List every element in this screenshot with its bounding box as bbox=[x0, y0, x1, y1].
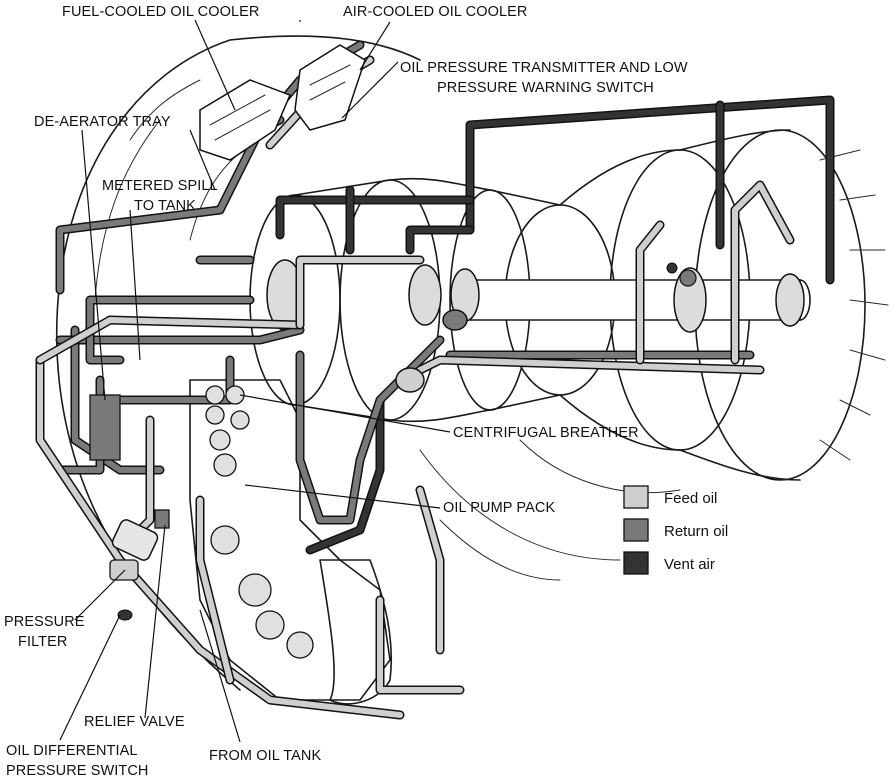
legend-item-vent-air: Vent air bbox=[623, 551, 715, 575]
legend-swatch-feed-oil bbox=[623, 485, 649, 509]
label-fuel-cooled-oil-cooler: FUEL-COOLED OIL COOLER bbox=[62, 4, 259, 20]
legend-label-return-oil: Return oil bbox=[664, 523, 728, 540]
oil-pump-pack bbox=[205, 385, 314, 659]
pressure-filter bbox=[109, 519, 159, 581]
legend-swatch-return-oil bbox=[623, 518, 649, 542]
label-pressure-filter-line1: PRESSURE bbox=[4, 614, 85, 630]
label-oil-differential-line1: OIL DIFFERENTIAL bbox=[6, 743, 138, 759]
label-air-cooled-oil-cooler: AIR-COOLED OIL COOLER bbox=[343, 4, 527, 20]
label-pressure-filter-line2: FILTER bbox=[18, 634, 67, 650]
label-from-oil-tank: FROM OIL TANK bbox=[209, 748, 321, 764]
legend-label-vent-air: Vent air bbox=[664, 556, 715, 573]
fuel-cooled-oil-cooler bbox=[199, 79, 291, 161]
label-oil-pressure-transmitter-line2: PRESSURE WARNING SWITCH bbox=[437, 80, 654, 96]
oil-differential-pressure-switch bbox=[117, 609, 133, 621]
legend-item-return-oil: Return oil bbox=[623, 518, 728, 542]
label-oil-differential-line2: PRESSURE SWITCH bbox=[6, 763, 149, 779]
centrifugal-breather bbox=[395, 309, 468, 393]
leader-lines bbox=[59, 19, 451, 743]
relief-valve bbox=[154, 509, 170, 529]
legend-swatch-vent-air bbox=[623, 551, 649, 575]
de-aerator-tray bbox=[89, 394, 121, 461]
label-relief-valve: RELIEF VALVE bbox=[84, 714, 185, 730]
legend: Feed oil Return oil Vent air bbox=[623, 485, 728, 575]
pipework bbox=[35, 40, 835, 720]
oil-pressure-transmitter bbox=[666, 262, 697, 287]
air-cooled-oil-cooler bbox=[294, 44, 366, 131]
label-metered-spill-line2: TO TANK bbox=[134, 198, 196, 214]
label-centrifugal-breather: CENTRIFUGAL BREATHER bbox=[453, 425, 639, 441]
label-oil-pump-pack: OIL PUMP PACK bbox=[443, 500, 555, 516]
label-oil-pressure-transmitter-line1: OIL PRESSURE TRANSMITTER AND LOW bbox=[400, 60, 688, 76]
callout-labels: FUEL-COOLED OIL COOLER AIR-COOLED OIL CO… bbox=[4, 4, 688, 779]
label-metered-spill-line1: METERED SPILL bbox=[102, 178, 218, 194]
legend-item-feed-oil: Feed oil bbox=[623, 485, 717, 509]
legend-label-feed-oil: Feed oil bbox=[664, 490, 717, 507]
label-de-aerator-tray: DE-AERATOR TRAY bbox=[34, 114, 171, 130]
